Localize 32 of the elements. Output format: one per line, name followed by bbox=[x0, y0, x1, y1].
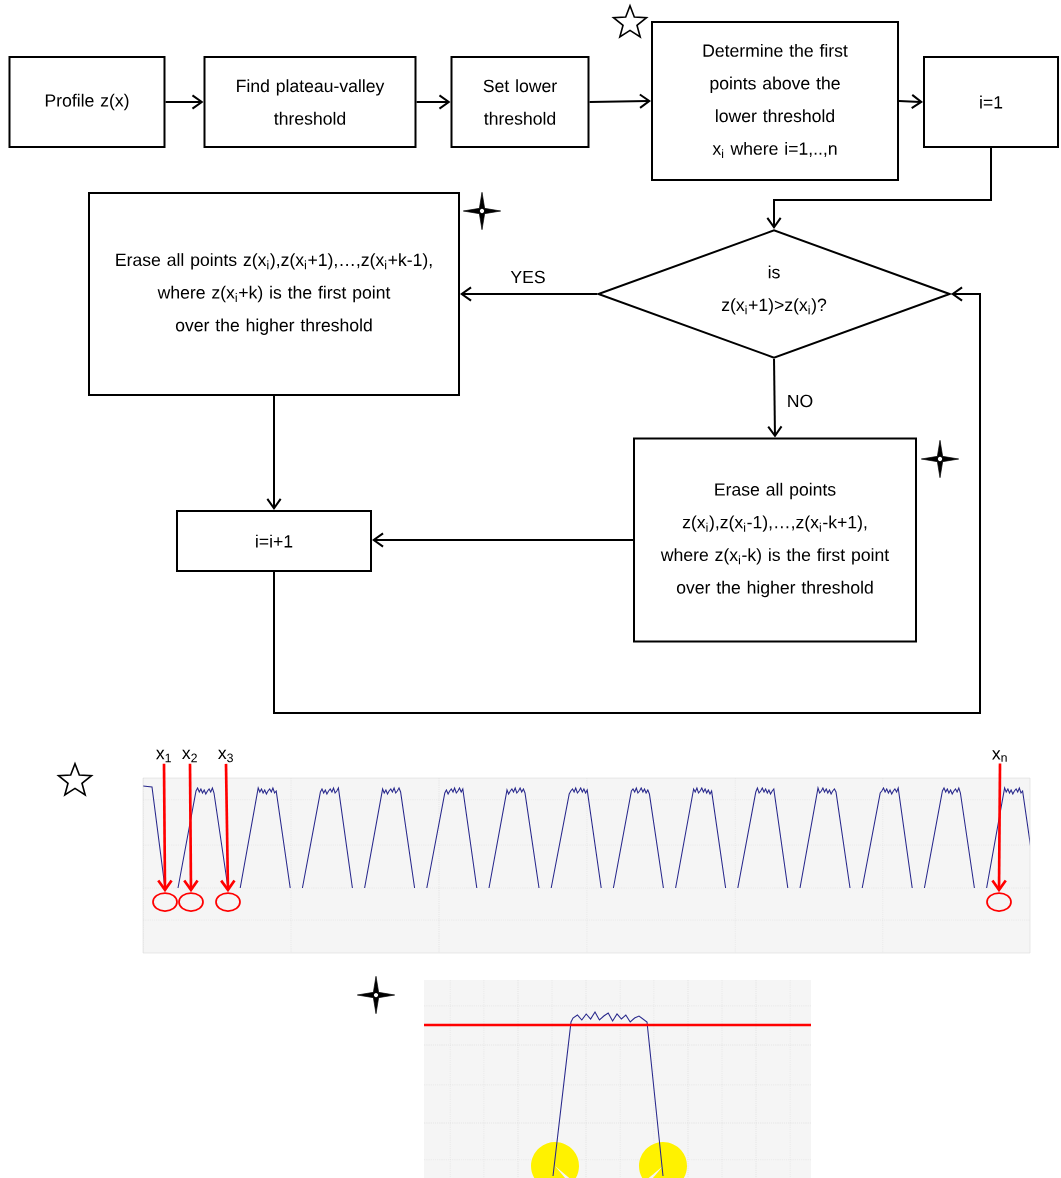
leader-line bbox=[183, 763, 199, 893]
process-box: i=1 bbox=[923, 56, 1059, 148]
point-label: x$_{n}$ bbox=[992, 750, 1007, 762]
arrow bbox=[588, 93, 651, 109]
point-label: x$_{2}$ bbox=[182, 749, 197, 763]
point-label: x$_{1}$ bbox=[156, 749, 171, 763]
process-box: Determine the first points above the lower threshold x$_{i}$ where i=1,..,n bbox=[651, 21, 899, 181]
arrow bbox=[460, 286, 598, 302]
arrow bbox=[164, 94, 204, 110]
leader-line bbox=[991, 763, 1007, 893]
arrow bbox=[266, 395, 282, 510]
arrow bbox=[898, 93, 923, 110]
arrow bbox=[415, 94, 451, 110]
process-box: Erase all points z(x$_{i}$),z(x$_{i}$+1),…,z(x$_{i}$+k-1), where z(x$_{i}$+k) is the first point over the higher threshold bbox=[88, 192, 460, 396]
process-box: Erase all points z(x$_{i}$),z(x$_{i}$-1),…,z(x$_{i}$-k+1), where z(x$_{i}$-k) is the first point over the higher threshold bbox=[633, 437, 917, 643]
process-box: Profile z(x) bbox=[8, 56, 166, 148]
arrow bbox=[767, 358, 783, 438]
arrow bbox=[766, 147, 992, 229]
process-box: i=i+1 bbox=[176, 510, 372, 572]
process-box: Set lower threshold bbox=[450, 56, 590, 148]
process-box: Find plateau-valley threshold bbox=[203, 56, 417, 148]
marker-ellipse bbox=[152, 892, 178, 912]
arrow bbox=[273, 286, 981, 714]
marker-ellipse bbox=[986, 892, 1012, 912]
marker-ellipse bbox=[215, 892, 241, 912]
marker-ellipse bbox=[178, 892, 204, 912]
edge-label: NO bbox=[785, 393, 815, 409]
arrow bbox=[372, 532, 634, 548]
point-label: x$_{3}$ bbox=[218, 749, 233, 763]
leader-line bbox=[220, 763, 236, 893]
leader-line bbox=[157, 763, 173, 893]
edge-label: YES bbox=[509, 269, 547, 285]
